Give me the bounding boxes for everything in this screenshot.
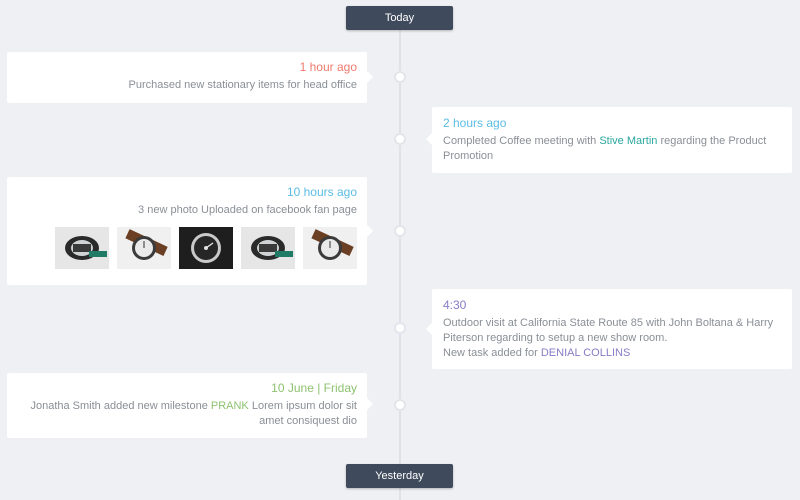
entry-text: Jonatha Smith added new milestone PRANK … [30, 400, 357, 427]
timeline-dot [394, 71, 406, 83]
watch-photo-2[interactable] [117, 227, 171, 269]
timeline-dot [394, 399, 406, 411]
entry-text: Completed Coffee meeting with Stive Mart… [443, 135, 767, 162]
entry-text: 3 new photo Uploaded on facebook fan pag… [138, 204, 357, 216]
watch-photo-4[interactable] [241, 227, 295, 269]
timeline-dot [394, 133, 406, 145]
entry-text: Purchased new stationary items for head … [128, 79, 357, 91]
watch-photo-5[interactable] [303, 227, 357, 269]
timeline-dot [394, 322, 406, 334]
entry-time: 4:30 [443, 298, 467, 312]
timeline-dot [394, 225, 406, 237]
timeline-line [399, 20, 401, 500]
task-text: New task added for DENIAL COLLINS [443, 347, 631, 359]
timeline-card-5: 10 June | Friday Jonatha Smith added new… [7, 373, 373, 438]
timeline-card-3: 10 hours ago 3 new photo Uploaded on fac… [7, 177, 373, 285]
timeline-card-2: 2 hours ago Completed Coffee meeting wit… [426, 107, 792, 173]
person-link[interactable]: Stive Martin [599, 135, 658, 147]
photo-gallery [19, 227, 357, 269]
timeline-card-4: 4:30 Outdoor visit at California State R… [426, 289, 792, 369]
task-assignee-link[interactable]: DENIAL COLLINS [540, 347, 631, 359]
milestone-link[interactable]: PRANK [210, 400, 249, 412]
entry-time: 10 June | Friday [271, 381, 357, 395]
entry-text: Outdoor visit at California State Route … [443, 317, 774, 344]
yesterday-badge: Yesterday [346, 464, 453, 488]
entry-time: 1 hour ago [299, 60, 357, 74]
today-badge: Today [346, 6, 453, 30]
timeline-card-1: 1 hour ago Purchased new stationary item… [7, 52, 373, 103]
watch-photo-1[interactable] [55, 227, 109, 269]
entry-time: 10 hours ago [286, 185, 357, 199]
entry-time: 2 hours ago [443, 116, 507, 130]
watch-photo-3[interactable] [179, 227, 233, 269]
